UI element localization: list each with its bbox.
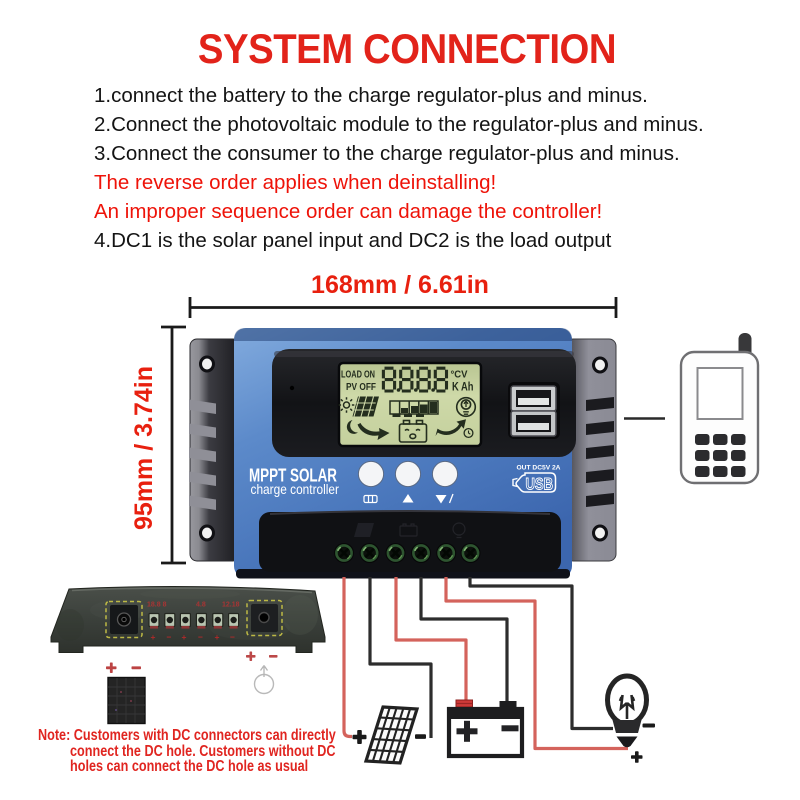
svg-text:18.8 8: 18.8 8 <box>147 602 167 609</box>
svg-text:95mm / 3.74in: 95mm / 3.74in <box>130 366 158 530</box>
svg-text:12.18: 12.18 <box>222 602 240 609</box>
svg-text:−: − <box>167 632 172 642</box>
svg-text:PV OFF: PV OFF <box>346 381 376 393</box>
svg-text:+: + <box>151 632 156 642</box>
svg-text:+: + <box>182 632 187 642</box>
svg-text:USB: USB <box>526 475 554 494</box>
svg-text:4.8: 4.8 <box>196 602 206 609</box>
svg-text:MPPT SOLAR: MPPT SOLAR <box>249 466 337 486</box>
svg-text:LOAD ON: LOAD ON <box>341 370 375 381</box>
svg-text:+: + <box>215 632 220 642</box>
svg-text:−: − <box>198 632 203 642</box>
svg-text:°CV: °CV <box>451 369 468 381</box>
svg-text:charge controller: charge controller <box>251 481 340 497</box>
svg-text:K Ah: K Ah <box>452 382 474 394</box>
svg-text:−: − <box>230 632 235 642</box>
svg-text:OUT DC5V 2A: OUT DC5V 2A <box>517 465 561 472</box>
